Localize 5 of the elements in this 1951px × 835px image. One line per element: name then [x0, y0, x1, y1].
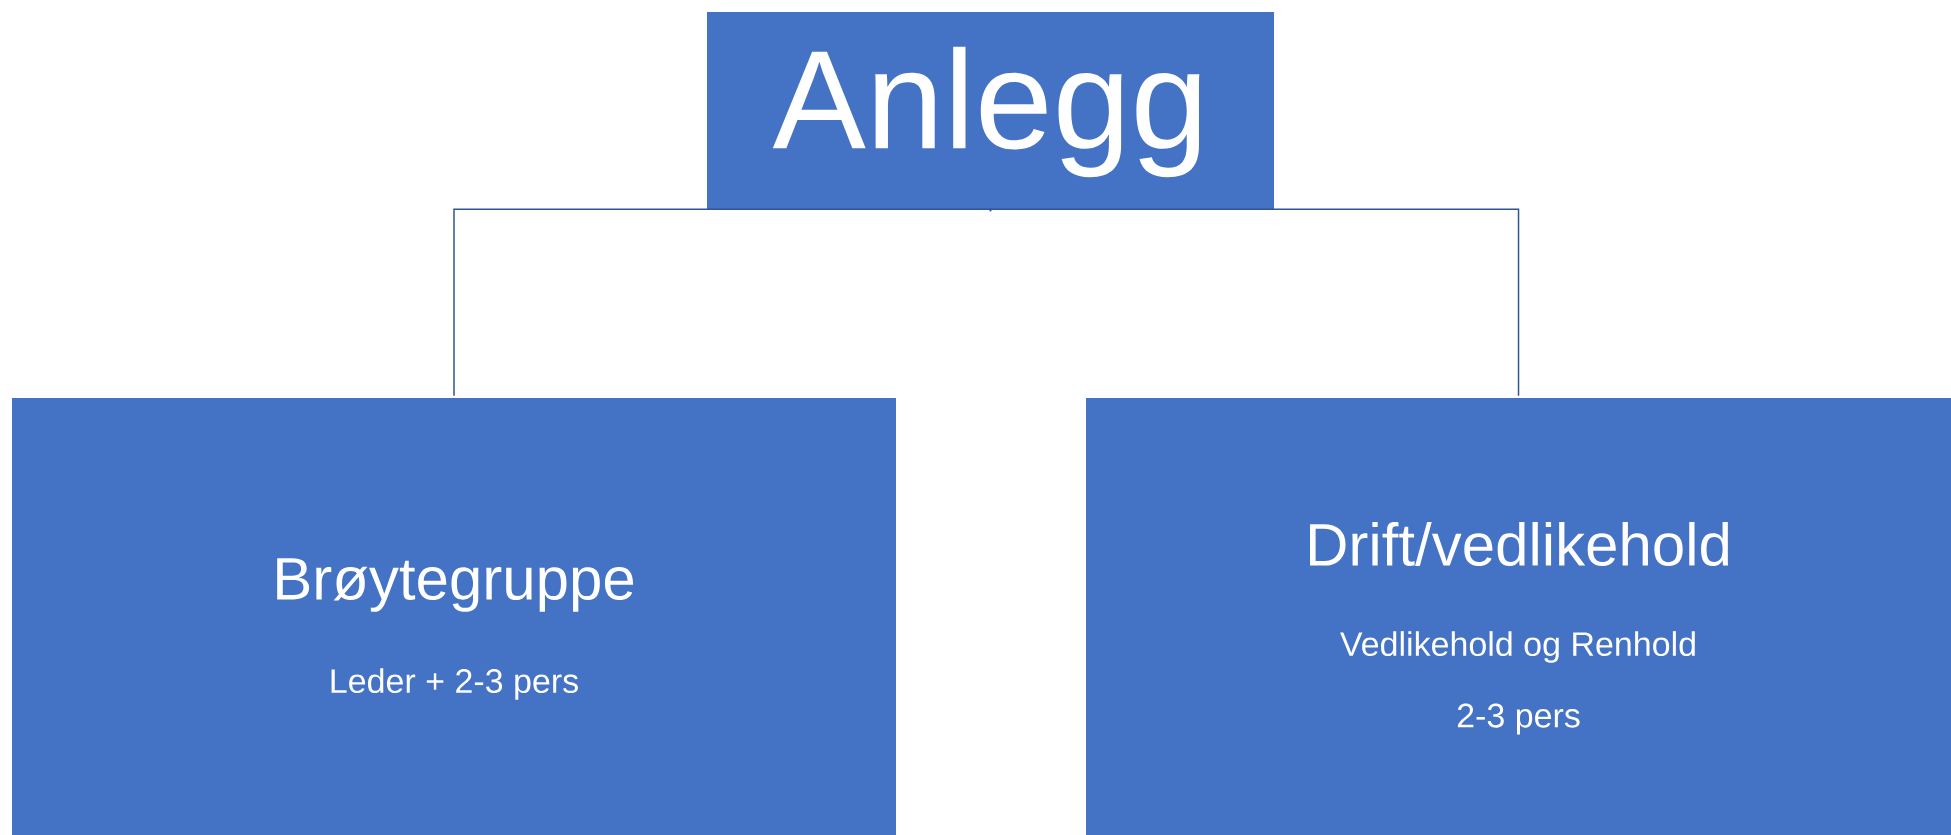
connector-line [989, 208, 1520, 397]
connector-line [453, 208, 992, 397]
org-box: Drift/vedlikehold Vedlikehold og Renhold 2-3 pers [1086, 398, 1951, 835]
org-box: Anlegg [707, 12, 1274, 209]
org-box: Brøytegruppe Leder + 2-3 pers [12, 398, 896, 835]
